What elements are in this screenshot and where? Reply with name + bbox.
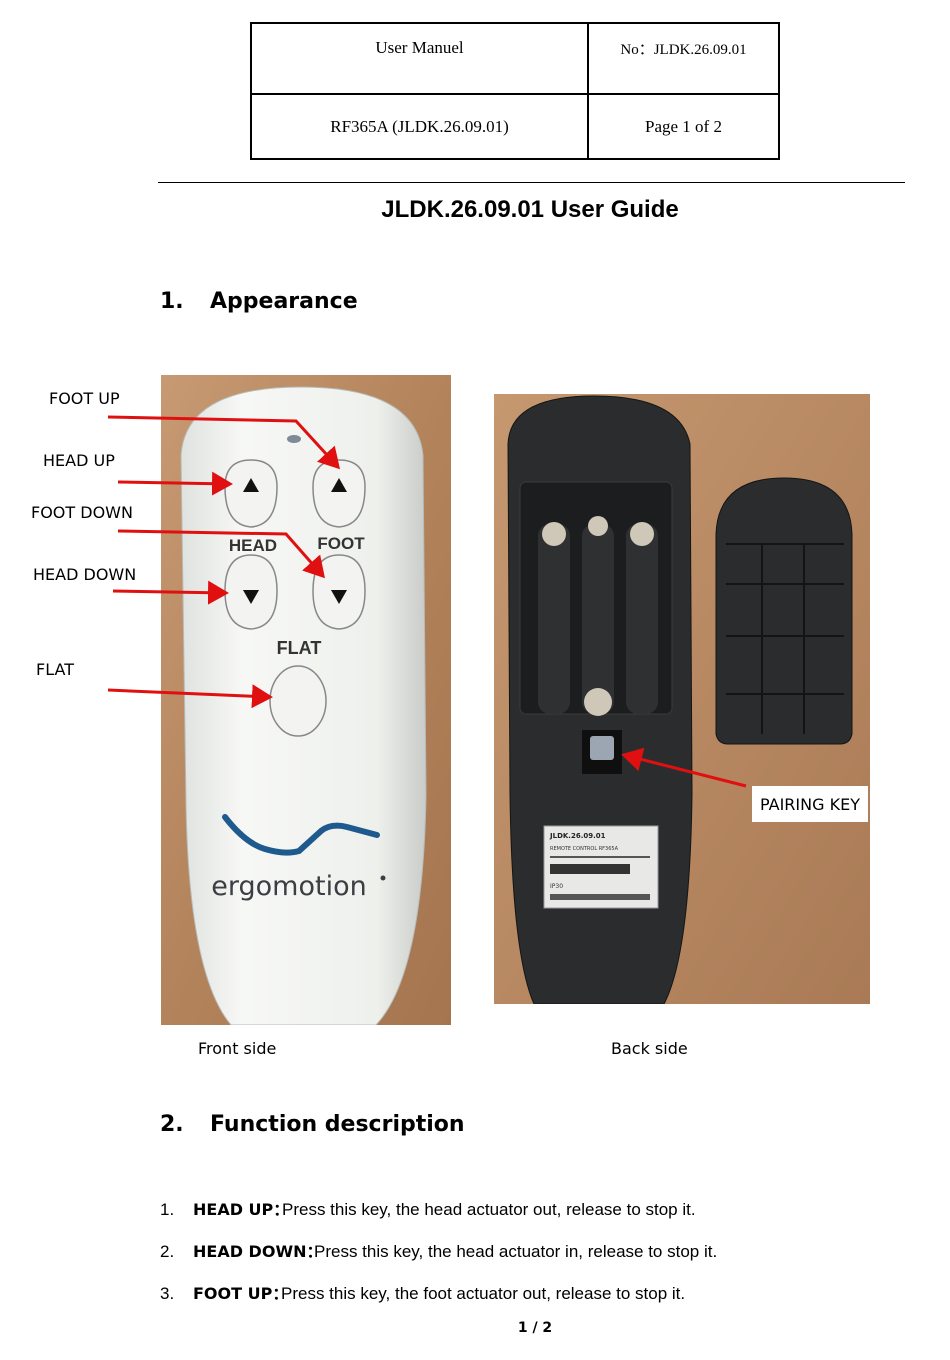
section-number: 2. [160, 1112, 184, 1137]
arrow-foot-up [107, 415, 341, 470]
header-model: RF365A (JLDK.26.09.01) [252, 95, 589, 158]
back-photo: JLDK.26.09.01 REMOTE CONTROL RF365A IP30 [494, 394, 870, 1004]
caption-front-side: Front side [198, 1039, 277, 1058]
callout-head-up: HEAD UP [43, 451, 115, 470]
list-item: 3. FOOT UP： Press this key, the foot act… [160, 1282, 900, 1324]
section-heading-appearance: 1. Appearance [160, 289, 358, 314]
brand-name: ergomotion [211, 871, 366, 902]
list-item: 1. HEAD UP： Press this key, the head act… [160, 1198, 900, 1240]
list-item-key: FOOT UP： [193, 1284, 289, 1303]
list-item-description: Press this key, the head actuator out, r… [282, 1200, 696, 1219]
header-rule [158, 182, 905, 183]
arrow-head-down [112, 580, 229, 605]
document-title: JLDK.26.09.01 User Guide [381, 196, 679, 223]
list-item-description: Press this key, the head actuator in, re… [314, 1242, 718, 1261]
section-number: 1. [160, 289, 184, 314]
callout-pairing-key: PAIRING KEY [752, 786, 868, 822]
section-title: Appearance [210, 289, 358, 314]
back-label-line: REMOTE CONTROL RF365A [550, 846, 619, 852]
list-item-key: HEAD DOWN： [193, 1242, 323, 1261]
callout-flat: FLAT [36, 660, 74, 679]
back-label-rating: IP30 [550, 883, 563, 890]
header-doc-number: No：JLDK.26.09.01 [589, 24, 778, 95]
header-doc-type: User Manuel [252, 24, 589, 95]
arrow-flat [107, 684, 273, 709]
header-page: Page 1 of 2 [645, 116, 722, 136]
back-label-title: JLDK.26.09.01 [549, 832, 606, 840]
flat-button-label: FLAT [277, 638, 322, 658]
callout-head-down: HEAD DOWN [33, 565, 137, 584]
list-item-number: 1. [160, 1200, 175, 1219]
head-button-label: HEAD [229, 536, 277, 555]
arrow-head-up [117, 471, 233, 496]
page-number: 1 / 2 [517, 1320, 553, 1336]
caption-back-side: Back side [611, 1039, 688, 1058]
list-item-key: HEAD UP： [193, 1200, 290, 1219]
section-heading-function: 2. Function description [160, 1112, 465, 1137]
arrow-foot-down [117, 529, 325, 579]
callout-foot-down: FOOT DOWN [31, 503, 133, 522]
pairing-key-label: PAIRING KEY [760, 794, 860, 814]
function-list: 1. HEAD UP： Press this key, the head act… [160, 1198, 900, 1324]
list-item-description: Press this key, the foot actuator out, r… [281, 1284, 686, 1303]
arrow-pairing-key [621, 747, 747, 788]
list-item: 2. HEAD DOWN： Press this key, the head a… [160, 1240, 900, 1282]
foot-button-label: FOOT [317, 534, 365, 553]
brand-swoosh [222, 814, 380, 856]
header-table: User Manuel No：JLDK.26.09.01 RF365A (JLD… [250, 22, 780, 160]
callout-foot-up: FOOT UP [49, 389, 120, 408]
list-item-number: 3. [160, 1284, 175, 1303]
section-title: Function description [210, 1112, 465, 1137]
list-item-number: 2. [160, 1242, 175, 1261]
remote-back-illustration: JLDK.26.09.01 REMOTE CONTROL RF365A IP30 [494, 394, 870, 1004]
